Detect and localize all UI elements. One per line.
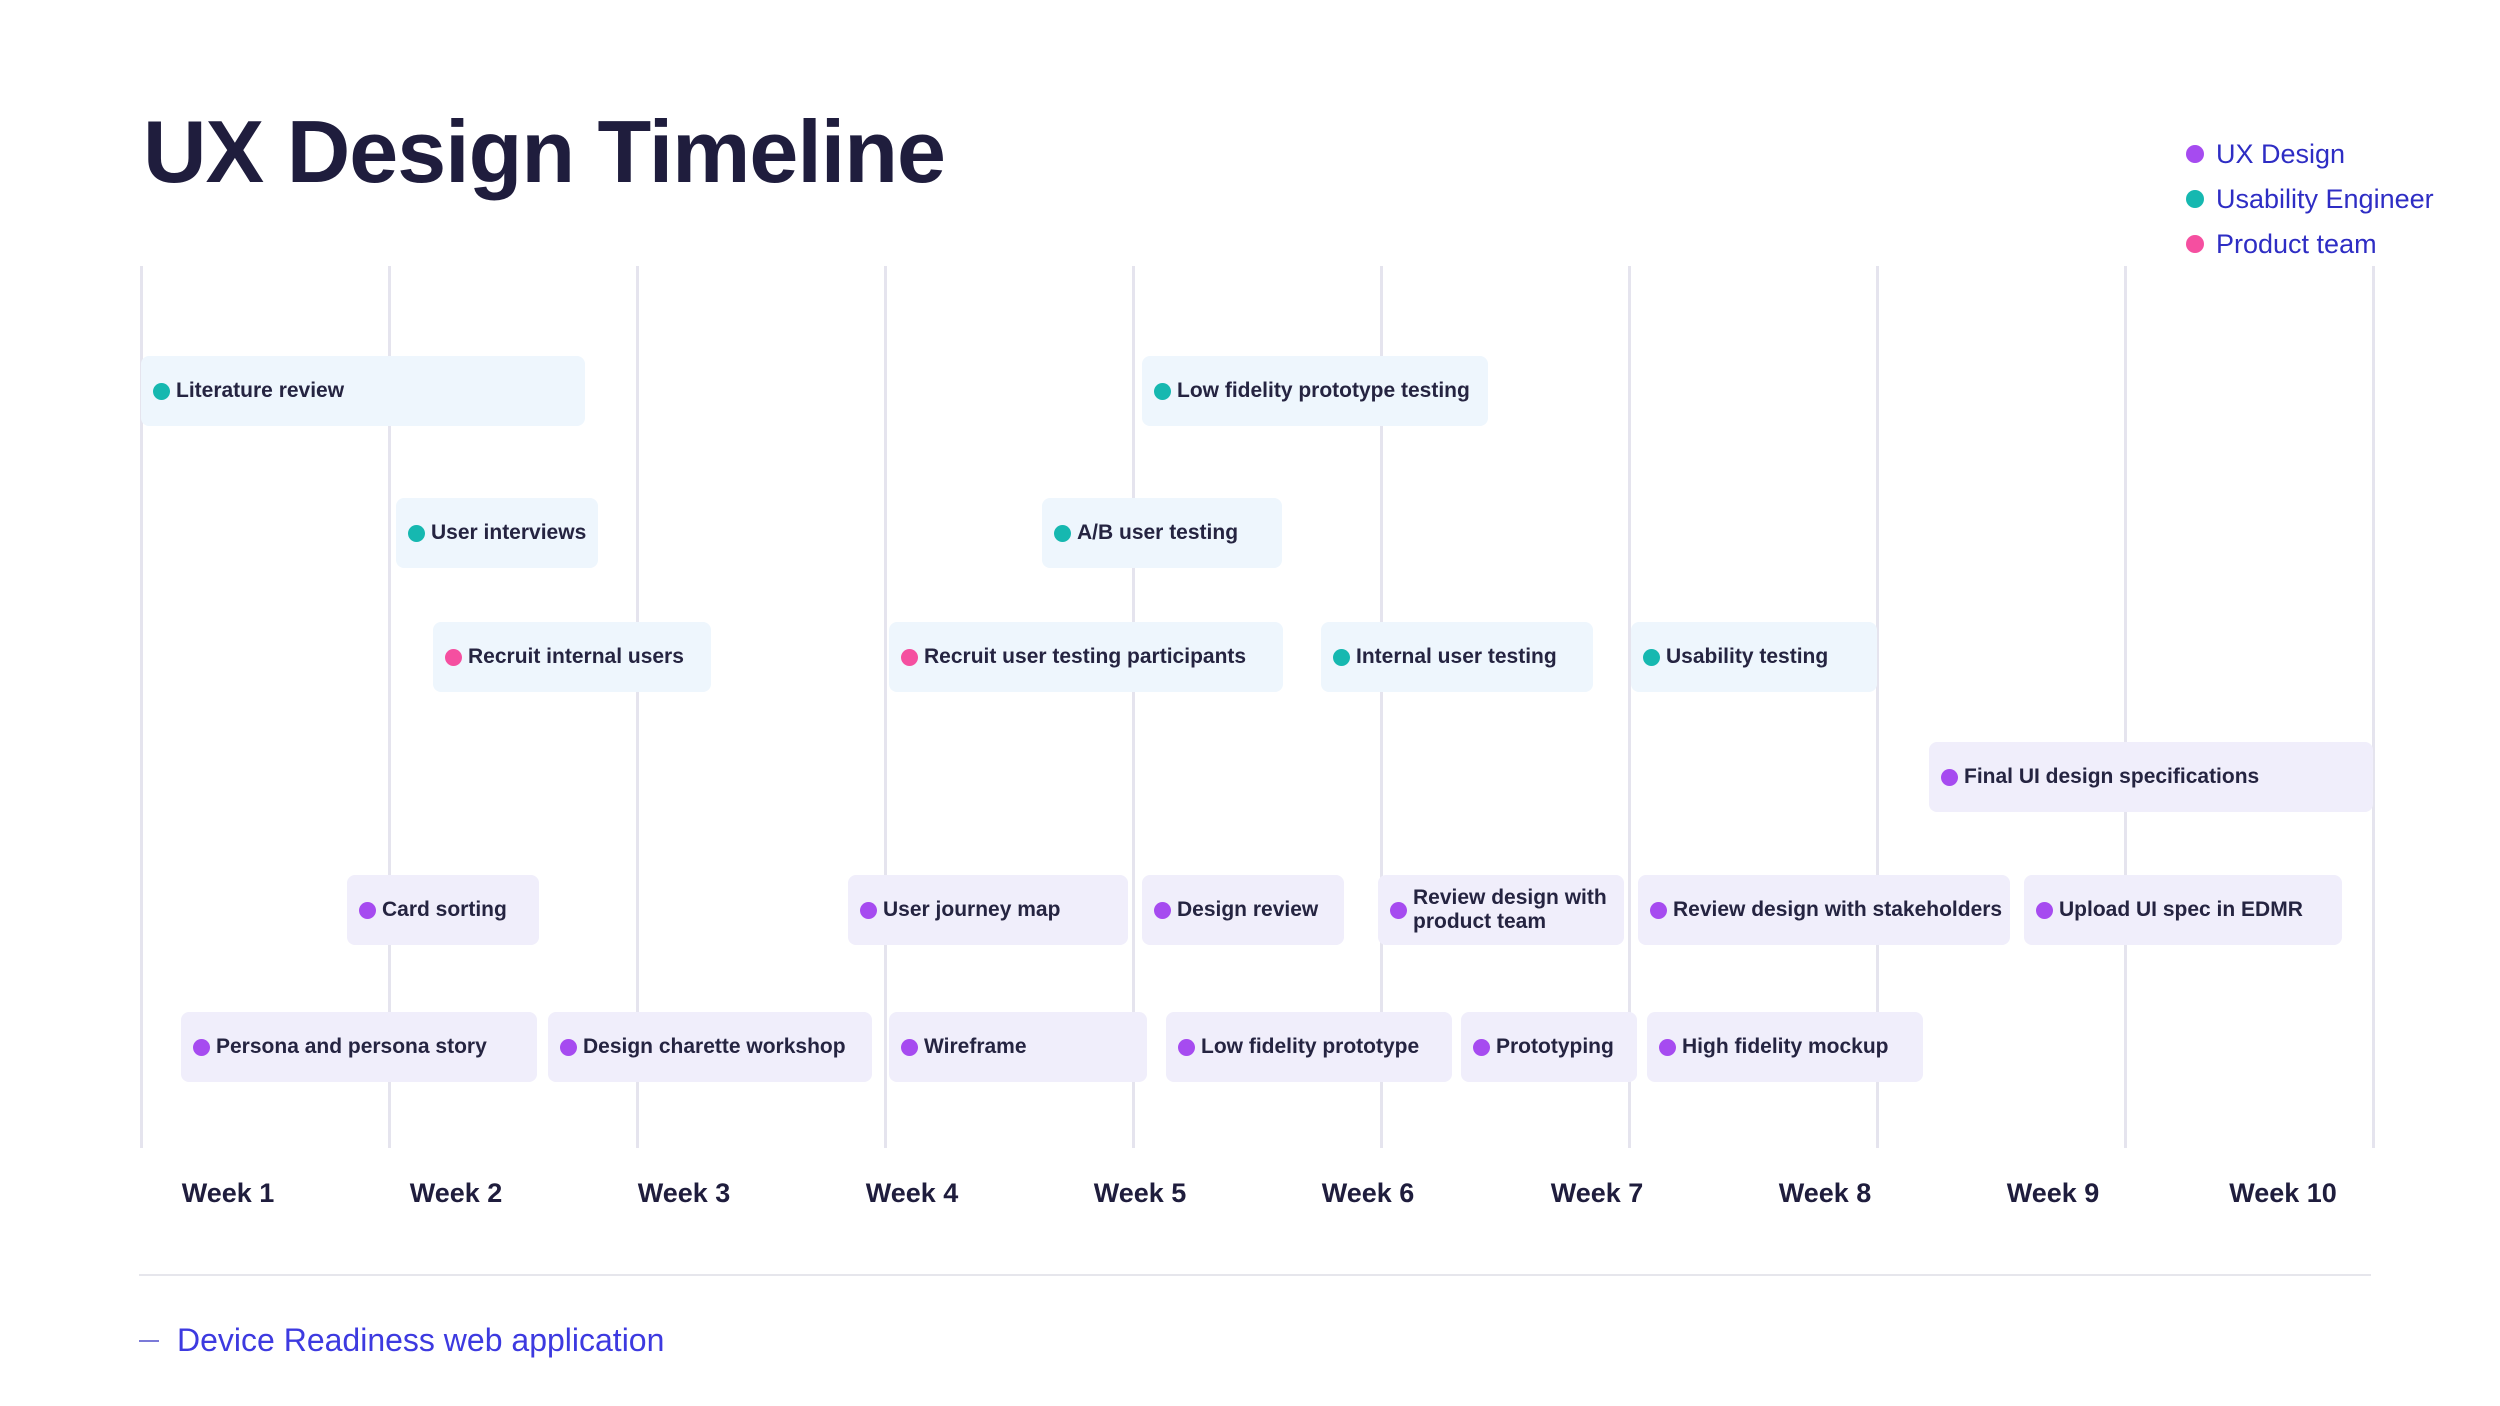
week-gridline — [140, 266, 143, 1148]
ux-dot-icon — [1178, 1038, 1195, 1056]
task-label: Prototyping — [1496, 1035, 1614, 1058]
ux-dot-icon — [2036, 901, 2053, 919]
task-bar[interactable]: High fidelity mockup — [1647, 1012, 1923, 1082]
week-label: Week 2 — [409, 1178, 503, 1208]
product-dot-icon — [901, 648, 918, 666]
ux-dot-icon — [1473, 1038, 1490, 1056]
task-label: Internal user testing — [1356, 645, 1557, 668]
ux-dot-icon — [1390, 901, 1407, 919]
week-label: Week 9 — [2006, 1178, 2100, 1208]
task-bar[interactable]: Recruit internal users — [433, 622, 711, 692]
ux-dot-icon — [901, 1038, 918, 1056]
task-label: Low fidelity prototype testing — [1177, 379, 1470, 402]
task-bar[interactable]: Low fidelity prototype testing — [1142, 356, 1488, 426]
task-label: Design review — [1177, 898, 1319, 921]
task-bar[interactable]: Persona and persona story — [181, 1012, 537, 1082]
task-label: Final UI design specifications — [1964, 765, 2260, 788]
task-label: Low fidelity prototype — [1201, 1035, 1420, 1058]
legend-item-product-team: Product team — [2186, 226, 2434, 262]
task-bar[interactable]: Final UI design specifications — [1929, 742, 2373, 812]
task-bar[interactable]: Recruit user testing participants — [889, 622, 1283, 692]
task-label: Review design with stakeholders — [1673, 898, 2003, 921]
task-label: Review design with product team — [1413, 886, 1607, 933]
footer-divider — [139, 1274, 2371, 1276]
product-dot-icon — [445, 648, 462, 666]
task-label: User journey map — [883, 898, 1061, 921]
task-bar[interactable]: Design review — [1142, 875, 1344, 945]
week-gridline — [636, 266, 639, 1148]
task-bar[interactable]: User interviews — [396, 498, 598, 568]
dash-icon — [139, 1339, 159, 1342]
legend-label: UX Design — [2216, 138, 2346, 169]
week-label: Week 3 — [637, 1178, 731, 1208]
usability-dot-icon — [1154, 382, 1171, 400]
usability-dot-icon — [1643, 648, 1660, 666]
task-bar[interactable]: Usability testing — [1631, 622, 1877, 692]
task-bar[interactable]: Review design with product team — [1378, 875, 1624, 945]
footer-project-name: Device Readiness web application — [177, 1322, 665, 1358]
week-gridline — [2372, 266, 2375, 1148]
task-bar[interactable]: Review design with stakeholders — [1638, 875, 2010, 945]
week-gridline — [884, 266, 887, 1148]
usability-dot-icon — [153, 382, 170, 400]
usability-engineer-dot-icon — [2186, 190, 2204, 208]
ux-dot-icon — [1941, 768, 1958, 786]
task-label: User interviews — [431, 521, 587, 544]
legend: UX Design Usability Engineer Product tea… — [2186, 136, 2434, 262]
task-label: Literature review — [176, 379, 345, 402]
ux-dot-icon — [1650, 901, 1667, 919]
week-gridline — [1628, 266, 1631, 1148]
week-label: Week 4 — [865, 1178, 959, 1208]
task-bar[interactable]: Literature review — [141, 356, 585, 426]
task-bar[interactable]: Upload UI spec in EDMR — [2024, 875, 2342, 945]
task-bar[interactable]: A/B user testing — [1042, 498, 1282, 568]
week-label: Week 6 — [1321, 1178, 1415, 1208]
task-label: Persona and persona story — [216, 1035, 487, 1058]
legend-item-ux-design: UX Design — [2186, 136, 2434, 172]
usability-dot-icon — [1054, 524, 1071, 542]
week-gridline — [2124, 266, 2127, 1148]
task-label: Usability testing — [1666, 645, 1829, 668]
task-label: Upload UI spec in EDMR — [2059, 898, 2303, 921]
ux-dot-icon — [860, 901, 877, 919]
task-label: Recruit internal users — [468, 645, 684, 668]
product-team-dot-icon — [2186, 235, 2204, 253]
task-bar[interactable]: Wireframe — [889, 1012, 1147, 1082]
task-bar[interactable]: Card sorting — [347, 875, 539, 945]
week-label: Week 8 — [1778, 1178, 1872, 1208]
ux-dot-icon — [1154, 901, 1171, 919]
task-label: High fidelity mockup — [1682, 1035, 1889, 1058]
page-title: UX Design Timeline — [143, 102, 946, 201]
footer: Device Readiness web application — [139, 1322, 664, 1359]
legend-label: Product team — [2216, 228, 2377, 259]
task-label: A/B user testing — [1077, 521, 1239, 544]
task-bar[interactable]: Internal user testing — [1321, 622, 1593, 692]
week-gridline — [1380, 266, 1383, 1148]
week-label: Week 7 — [1550, 1178, 1644, 1208]
ux-design-dot-icon — [2186, 145, 2204, 163]
ux-dot-icon — [1659, 1038, 1676, 1056]
week-label: Week 5 — [1093, 1178, 1187, 1208]
week-gridline — [1876, 266, 1879, 1148]
task-label: Card sorting — [382, 898, 507, 921]
ux-dot-icon — [193, 1038, 210, 1056]
usability-dot-icon — [1333, 648, 1350, 666]
week-label: Week 1 — [181, 1178, 275, 1208]
task-bar[interactable]: Prototyping — [1461, 1012, 1637, 1082]
task-bar[interactable]: Design charette workshop — [548, 1012, 872, 1082]
ux-dot-icon — [359, 901, 376, 919]
task-label: Wireframe — [924, 1035, 1027, 1058]
legend-item-usability-engineer: Usability Engineer — [2186, 181, 2434, 217]
task-label: Design charette workshop — [583, 1035, 846, 1058]
task-bar[interactable]: Low fidelity prototype — [1166, 1012, 1452, 1082]
task-label: Recruit user testing participants — [924, 645, 1247, 668]
task-bar[interactable]: User journey map — [848, 875, 1128, 945]
usability-dot-icon — [408, 524, 425, 542]
week-gridline — [1132, 266, 1135, 1148]
legend-label: Usability Engineer — [2216, 183, 2434, 214]
week-label: Week 10 — [2229, 1178, 2337, 1208]
ux-dot-icon — [560, 1038, 577, 1056]
week-gridline — [388, 266, 391, 1148]
